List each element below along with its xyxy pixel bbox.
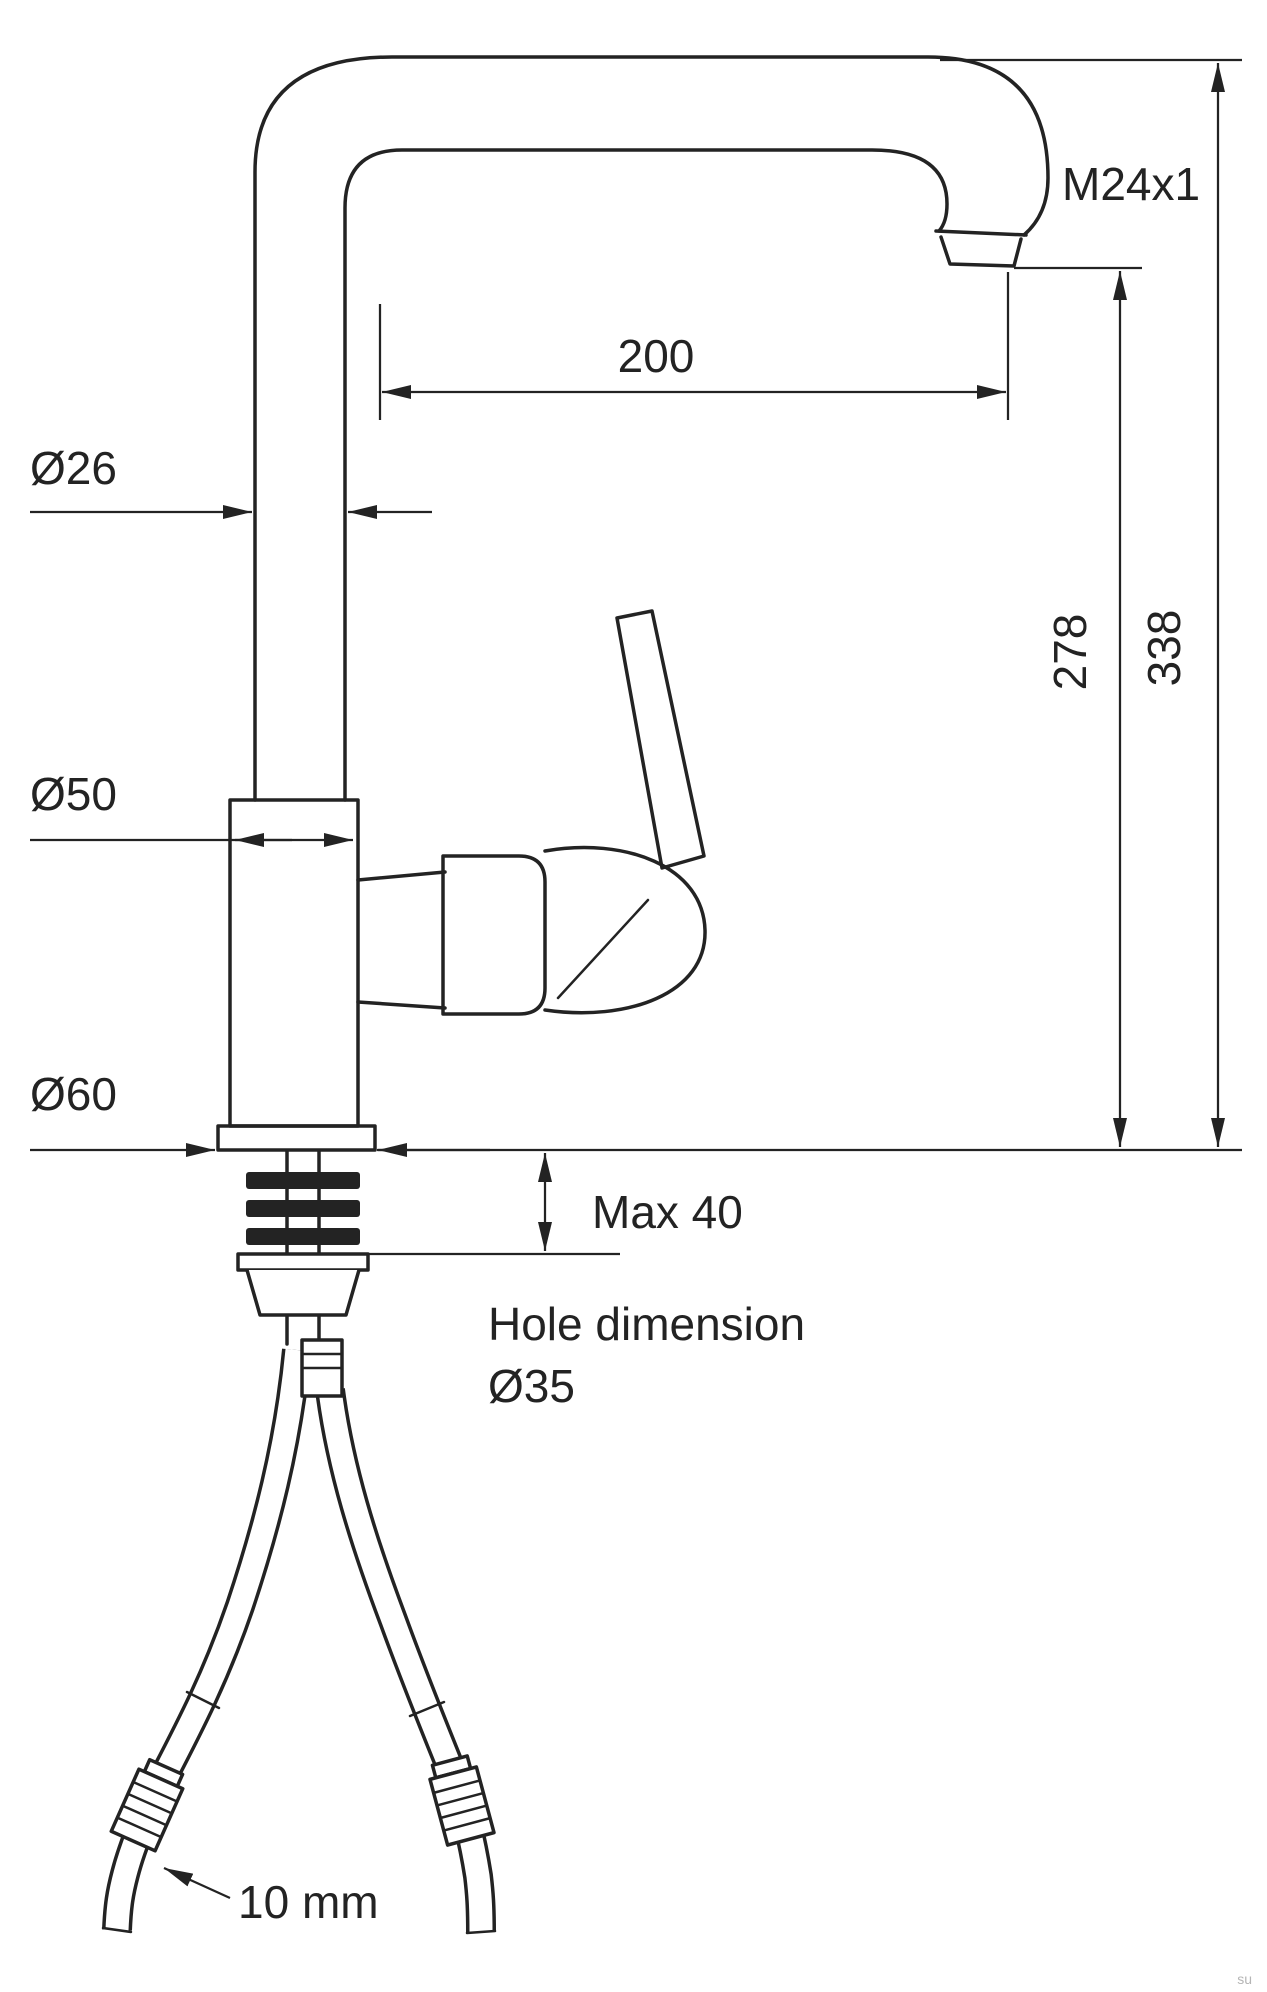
- faucet-outline: [216, 55, 1050, 1152]
- spout-inner-edge: [343, 148, 949, 802]
- nozzle-joint-line: [934, 229, 1028, 237]
- gasket-washer-2: [246, 1200, 360, 1217]
- right-hose-inner: [318, 1388, 493, 1933]
- handle-base: [543, 845, 707, 1015]
- base-flange: [216, 1124, 377, 1152]
- thread-spec-label: M24x1: [1062, 158, 1200, 210]
- cartridge-neck: [356, 870, 447, 1010]
- base-diameter-label: Ø60: [30, 1068, 117, 1120]
- cartridge-housing: [441, 854, 547, 1016]
- spout-outer-edge: [253, 55, 1050, 802]
- hole-dimension-label-line1: Hole dimension: [488, 1298, 805, 1350]
- left-hose-inner: [105, 1348, 309, 1931]
- hose-diameter-arrow: [163, 1866, 231, 1900]
- left-hose-joint-mark: [185, 1690, 221, 1710]
- spout-height-label: 278: [1044, 614, 1096, 691]
- gasket-washer-3: [246, 1228, 360, 1245]
- right-hose-end: [465, 1929, 497, 1935]
- hose-diameter-label: 10 mm: [238, 1876, 379, 1928]
- total-height-label: 338: [1138, 610, 1190, 687]
- left-hose-connector: [109, 1757, 185, 1853]
- dimension-lines: [30, 58, 1242, 1900]
- mounting-nut-plate: [236, 1252, 370, 1272]
- handle-lever: [615, 609, 706, 870]
- pipe-diameter-label: Ø26: [30, 442, 117, 494]
- right-hose-connector: [428, 1754, 496, 1847]
- watermark-text: su: [1237, 1971, 1252, 1987]
- hole-dimension-label-line2: Ø35: [488, 1360, 575, 1412]
- dimension-labels: M24x1 200 Ø26 Ø50 Ø60 278 338 Max 40 Hol…: [30, 158, 1252, 1987]
- body-diameter-label: Ø50: [30, 768, 117, 820]
- handle-base-highlight: [556, 898, 650, 1000]
- supply-hoses: [101, 1348, 497, 1935]
- right-hose-joint-mark: [408, 1700, 446, 1718]
- mounting-nut-body: [245, 1269, 361, 1317]
- faucet-body: [228, 798, 360, 1128]
- aerator-tip: [939, 235, 1023, 268]
- reach-dimension-label: 200: [618, 330, 695, 382]
- deck-thickness-label: Max 40: [592, 1186, 743, 1238]
- left-hose-end: [101, 1926, 133, 1934]
- mounting-hardware: [236, 1148, 370, 1398]
- gasket-washer-1: [246, 1172, 360, 1189]
